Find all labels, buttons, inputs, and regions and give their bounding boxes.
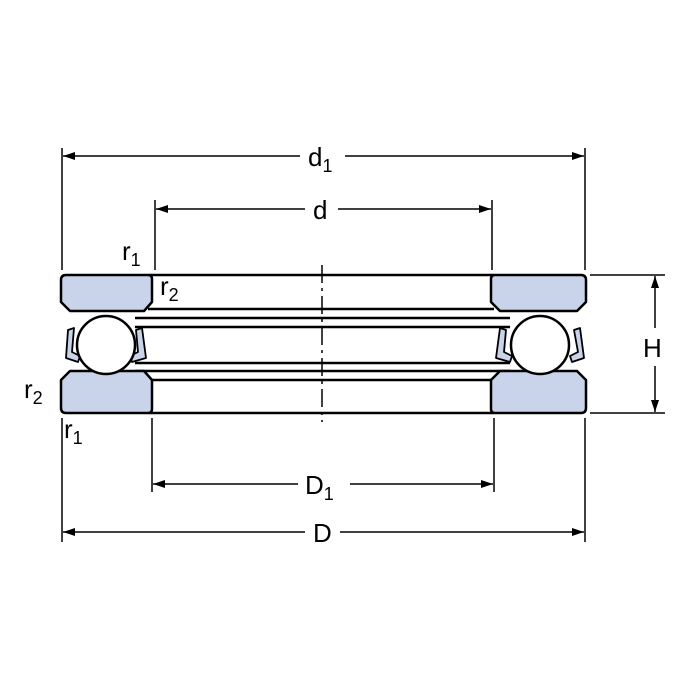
label-r1-bottom: r1	[64, 414, 83, 448]
housing-washer-right	[489, 369, 588, 415]
ball-left	[75, 314, 137, 376]
label-r1-top: r1	[122, 236, 141, 270]
label-r2-top: r2	[160, 271, 179, 305]
label-r2-bottom: r2	[24, 374, 43, 408]
label-D1: D1	[305, 470, 334, 504]
label-d: d	[313, 195, 327, 225]
label-H: H	[643, 333, 662, 363]
housing-washer-left	[59, 369, 154, 415]
ball-right	[509, 314, 571, 376]
cage-left-inner	[129, 327, 147, 363]
cage-right-outer	[495, 327, 513, 363]
cage-right-inner	[569, 327, 585, 363]
label-d1: d1	[308, 142, 332, 176]
shaft-washer-right	[489, 273, 588, 313]
extension-lines	[61, 148, 665, 542]
label-D: D	[313, 518, 332, 548]
shaft-washer-left	[59, 273, 154, 313]
dimension-lines	[63, 152, 659, 536]
